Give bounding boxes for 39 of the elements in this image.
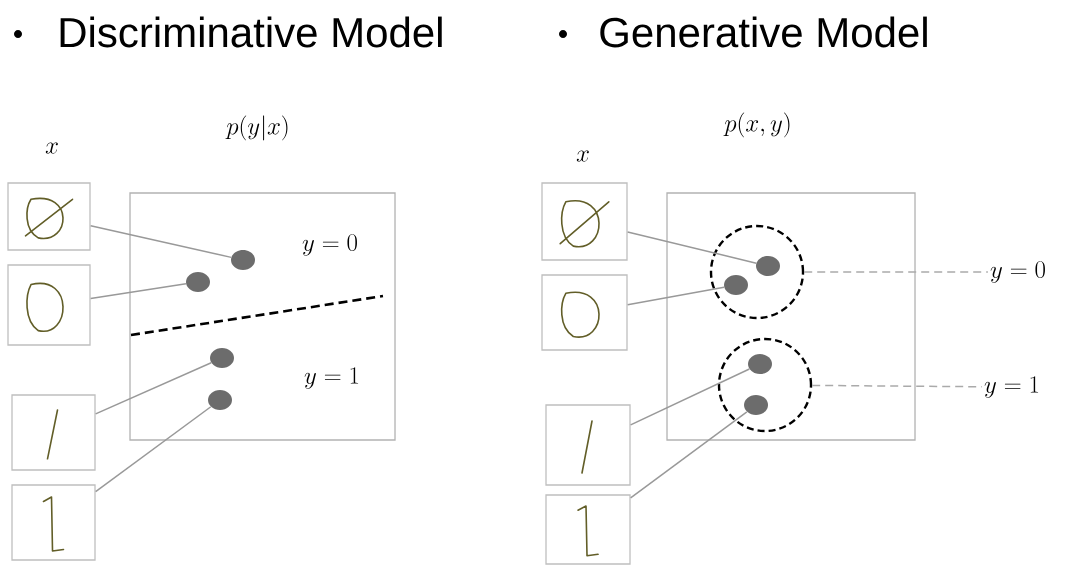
- class-label: $y = 0$: [302, 234, 357, 256]
- cluster-circle: [709, 224, 805, 320]
- digit-image-drawing: [541, 182, 628, 261]
- connector-line: [89, 225, 232, 259]
- data-point: [208, 390, 232, 410]
- data-point: [744, 395, 768, 415]
- data-point: [724, 275, 748, 295]
- variable-label: $x$: [576, 150, 589, 162]
- region-box: [666, 192, 916, 441]
- connector-line: [94, 362, 212, 415]
- digit-image-drawing: [7, 264, 91, 346]
- leader-line: [803, 271, 989, 273]
- connector-line: [626, 231, 758, 264]
- variable-label: $x$: [45, 142, 58, 154]
- connector-line: [89, 283, 187, 300]
- connector-line: [94, 406, 212, 493]
- class-label: $y = 1$: [984, 376, 1039, 398]
- data-point: [186, 272, 210, 292]
- heading: Generative Model: [600, 16, 927, 48]
- formula-heading: $p(x, y)$: [723, 112, 790, 138]
- connector-line: [629, 368, 751, 426]
- data-point: [756, 256, 780, 276]
- heading: Discriminative Model: [60, 16, 442, 48]
- leader-line: [811, 384, 983, 388]
- digit-image-drawing: [11, 394, 96, 471]
- class-label: $y = 0$: [990, 261, 1045, 283]
- digit-image-drawing: [545, 494, 631, 565]
- formula-heading: $p(y|x)$: [225, 115, 288, 141]
- cluster-circle: [717, 337, 813, 433]
- data-point: [748, 354, 772, 374]
- digit-image-drawing: [7, 182, 91, 251]
- connector-line: [629, 411, 748, 499]
- data-point: [210, 348, 234, 368]
- digit-image-drawing: [541, 274, 628, 351]
- data-point: [231, 250, 255, 270]
- class-label: $y = 1$: [304, 367, 359, 389]
- connector-line: [626, 286, 725, 306]
- digit-image-drawing: [545, 404, 631, 486]
- digit-image-drawing: [11, 484, 96, 561]
